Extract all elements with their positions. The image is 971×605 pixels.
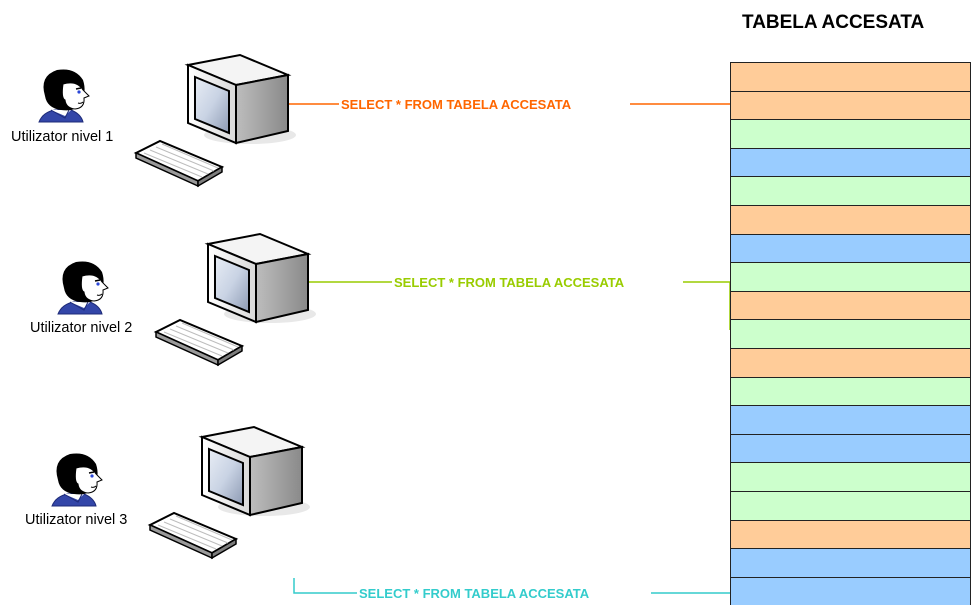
user-icon-level-2 xyxy=(57,260,109,315)
user-label-level-2: Utilizator nivel 2 xyxy=(30,320,133,336)
table-row-blue xyxy=(730,233,971,263)
computer-icon-level-1 xyxy=(135,54,297,187)
user-label-level-1: Utilizator nivel 1 xyxy=(11,129,114,145)
table-row-orange xyxy=(730,90,971,120)
table-row-orange xyxy=(730,348,971,377)
table-row-green xyxy=(730,462,971,491)
table-row-green xyxy=(730,262,971,291)
table-title: TABELA ACCESATA xyxy=(742,12,925,33)
table-row-green xyxy=(730,319,971,348)
table-row-green xyxy=(730,376,971,406)
user-icon-level-1 xyxy=(38,68,90,123)
query-label-level-1: SELECT * FROM TABELA ACCESATA xyxy=(341,97,572,112)
table-row-green xyxy=(730,119,971,148)
table-row-green xyxy=(730,491,971,520)
table-row-blue xyxy=(730,147,971,177)
user-icon-level-3 xyxy=(51,452,103,507)
computer-icon-level-2 xyxy=(155,233,317,366)
table-row-green xyxy=(730,176,971,205)
table-row-blue xyxy=(730,433,971,463)
table-row-orange xyxy=(730,205,971,234)
user-label-level-3: Utilizator nivel 3 xyxy=(25,512,128,528)
query-label-level-2: SELECT * FROM TABELA ACCESATA xyxy=(394,275,625,290)
computer-icon-level-3 xyxy=(149,426,311,559)
table-row-orange xyxy=(730,519,971,549)
table-row-blue xyxy=(730,405,971,434)
table-row-blue xyxy=(730,576,971,605)
table-row-orange xyxy=(730,290,971,320)
table-row-orange xyxy=(730,62,971,91)
accessed-table xyxy=(730,62,971,605)
table-row-blue xyxy=(730,548,971,577)
query-label-level-3: SELECT * FROM TABELA ACCESATA xyxy=(359,586,590,601)
